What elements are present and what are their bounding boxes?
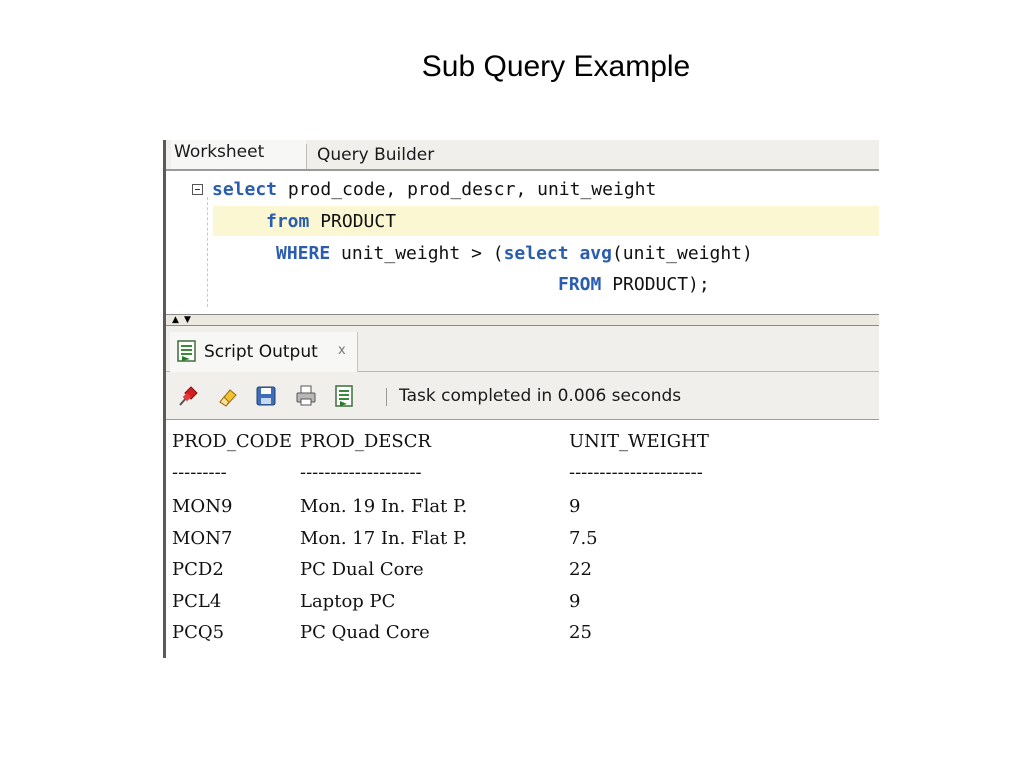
column-header: UNIT_WEIGHT bbox=[569, 431, 709, 452]
table-row: PCL4 Laptop PC 9 bbox=[172, 587, 580, 617]
keyword: from bbox=[266, 211, 310, 232]
cell-prod-descr: Laptop PC bbox=[300, 591, 396, 612]
cell-prod-descr: PC Quad Core bbox=[300, 622, 430, 643]
table-row: MON9 Mon. 19 In. Flat P. 9 bbox=[172, 492, 580, 522]
pin-icon[interactable] bbox=[176, 384, 200, 408]
panel-splitter[interactable]: ▲ ▼ bbox=[166, 314, 879, 326]
cell-prod-code: PCL4 bbox=[172, 591, 222, 612]
output-tabbar: Script Output x bbox=[166, 326, 879, 372]
code-line-2: from PRODUCT bbox=[266, 207, 396, 237]
table-row: PCD2 PC Dual Core 22 bbox=[172, 555, 592, 585]
table-row: MON7 Mon. 17 In. Flat P. 7.5 bbox=[172, 524, 598, 554]
editor-tabbar: Worksheet Query Builder bbox=[166, 140, 879, 171]
code-text: unit_weight > ( bbox=[330, 243, 504, 264]
cell-unit-weight: 7.5 bbox=[569, 528, 598, 549]
cell-prod-descr: Mon. 19 In. Flat P. bbox=[300, 496, 468, 517]
collapse-icon[interactable] bbox=[192, 184, 203, 195]
fold-guide bbox=[207, 197, 208, 307]
keyword: select bbox=[212, 179, 278, 200]
code-text: (unit_weight) bbox=[611, 243, 753, 264]
code-text: prod_code, prod_descr, unit_weight bbox=[277, 179, 657, 200]
output-toolbar: Task completed in 0.006 seconds bbox=[166, 372, 879, 420]
arrow-up-icon[interactable]: ▲ bbox=[172, 315, 179, 325]
cell-prod-code: PCD2 bbox=[172, 559, 224, 580]
eraser-icon[interactable] bbox=[216, 384, 240, 408]
results-header-row: PROD_CODE PROD_DESCR UNIT_WEIGHT bbox=[172, 427, 709, 457]
dash-separator: -------------------- bbox=[300, 462, 422, 483]
code-text: PRODUCT bbox=[309, 211, 397, 232]
code-text: PRODUCT); bbox=[601, 274, 710, 295]
cell-prod-code: PCQ5 bbox=[172, 622, 225, 643]
keyword: avg bbox=[579, 243, 612, 264]
column-header: PROD_CODE bbox=[172, 431, 292, 452]
code-text bbox=[569, 243, 580, 264]
cell-prod-code: MON9 bbox=[172, 496, 233, 517]
sql-developer-window: Worksheet Query Builder select prod_code… bbox=[163, 140, 879, 658]
code-line-3: WHERE unit_weight > (select avg(unit_wei… bbox=[276, 239, 753, 269]
slide-title: Sub Query Example bbox=[421, 50, 691, 83]
script-output-icon bbox=[177, 340, 196, 362]
table-row: PCQ5 PC Quad Core 25 bbox=[172, 618, 592, 648]
script-output-label: Script Output bbox=[204, 342, 318, 362]
script-icon[interactable] bbox=[332, 384, 356, 408]
save-icon[interactable] bbox=[254, 384, 278, 408]
cell-unit-weight: 25 bbox=[569, 622, 592, 643]
dash-separator: ---------------------- bbox=[569, 462, 703, 483]
tab-worksheet[interactable]: Worksheet bbox=[171, 140, 306, 169]
print-icon[interactable] bbox=[294, 384, 318, 408]
cell-unit-weight: 22 bbox=[569, 559, 592, 580]
keyword: WHERE bbox=[276, 243, 331, 264]
cell-unit-weight: 9 bbox=[569, 496, 581, 517]
column-header: PROD_DESCR bbox=[300, 431, 432, 452]
cell-prod-descr: PC Dual Core bbox=[300, 559, 424, 580]
keyword: FROM bbox=[558, 274, 602, 295]
tab-script-output[interactable]: Script Output x bbox=[170, 332, 358, 372]
tab-query-builder[interactable]: Query Builder bbox=[306, 144, 434, 169]
results-panel: PROD_CODE PROD_DESCR UNIT_WEIGHT -------… bbox=[166, 420, 879, 658]
cell-prod-descr: Mon. 17 In. Flat P. bbox=[300, 528, 468, 549]
code-line-4: FROM PRODUCT); bbox=[558, 270, 710, 300]
results-dash-row: --------- -------------------- ---------… bbox=[172, 458, 703, 488]
code-line-1: select prod_code, prod_descr, unit_weigh… bbox=[212, 175, 656, 205]
status-text: Task completed in 0.006 seconds bbox=[399, 386, 682, 406]
arrow-down-icon[interactable]: ▼ bbox=[184, 315, 191, 325]
sql-editor[interactable]: select prod_code, prod_descr, unit_weigh… bbox=[166, 171, 879, 314]
cell-unit-weight: 9 bbox=[569, 591, 581, 612]
close-icon[interactable]: x bbox=[338, 343, 346, 358]
keyword: select bbox=[503, 243, 569, 264]
window-border bbox=[163, 140, 166, 658]
current-line-highlight bbox=[213, 206, 879, 236]
dash-separator: --------- bbox=[172, 462, 227, 483]
toolbar-separator bbox=[386, 388, 387, 406]
cell-prod-code: MON7 bbox=[172, 528, 233, 549]
